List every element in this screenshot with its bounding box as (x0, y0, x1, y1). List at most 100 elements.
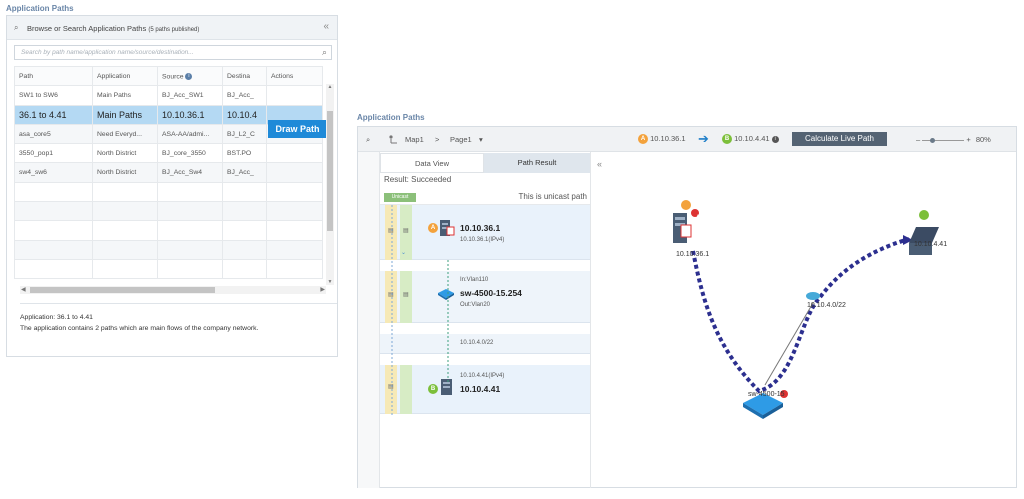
path-arrowhead (903, 235, 913, 245)
hop-destination[interactable]: ▤ B 10.10.4.41(IPv4) 10.10.4.41 (380, 365, 590, 414)
zoom-slider[interactable] (922, 137, 965, 143)
map-label-network: 10.10.4.0/22 (807, 302, 846, 309)
hop-destination-name: 10.10.4.41 (460, 384, 501, 394)
hop-switch-in: In:Vlan110 (460, 277, 489, 283)
info-icon[interactable]: i (185, 72, 193, 80)
document-icon: ▤ (403, 228, 409, 234)
column-header-application[interactable]: Application (92, 65, 158, 87)
calculate-live-path-button[interactable]: Calculate Live Path (792, 132, 887, 146)
destination-badge: B (428, 384, 438, 394)
table-header-row: Path Application Source i Destina Action… (14, 65, 323, 87)
destination-ip: 10.10.4.41 (734, 134, 770, 143)
search-icon[interactable]: ⌕ (366, 135, 371, 144)
vertical-scrollbar[interactable]: ▲ ▼ (326, 84, 334, 285)
column-header-destination[interactable]: Destina (222, 65, 267, 87)
network-node[interactable] (806, 292, 820, 300)
hop-switch-out: Out:Vlan20 (460, 302, 491, 308)
scroll-down-icon[interactable]: ▼ (327, 279, 333, 285)
hop-connectors (391, 205, 449, 415)
cell-source: BJ_core_3550 (157, 143, 223, 164)
horizontal-scrollbar[interactable]: ◀ ▶ (20, 286, 326, 294)
tab-path-result[interactable]: Path Result (484, 153, 590, 173)
hop-network[interactable]: 10.10.4.0/22 (380, 334, 590, 354)
page-dropdown-icon[interactable]: ▾ (479, 135, 483, 144)
hop-destination-ip: 10.10.4.41(IPv4) (460, 373, 505, 379)
document-icon: ▤ (388, 292, 394, 298)
table-row-empty (14, 201, 323, 222)
cell-application: Main Paths (92, 104, 158, 125)
scroll-left-icon[interactable]: ◀ (21, 287, 26, 293)
zoom-control: – + 80% (916, 135, 991, 144)
table-row-empty (14, 239, 323, 260)
cell-actions (266, 162, 323, 183)
draw-path-button[interactable]: Draw Path (268, 120, 327, 138)
map-label-switch: sw-4500-15 (748, 391, 785, 398)
application-paths-panel: ⌕ Browse or Search Application Paths (5 … (6, 15, 338, 357)
description-text: The application contains 2 paths which a… (20, 325, 259, 332)
tab-data-view[interactable]: Data View (380, 153, 484, 173)
collapse-button[interactable]: « (323, 21, 329, 32)
live-path-line (691, 237, 910, 394)
paths-count: (5 paths published) (148, 27, 200, 33)
map-label-destination: 10.10.4.41 (914, 241, 948, 248)
zoom-handle[interactable] (930, 137, 936, 143)
destination-server-node[interactable] (909, 210, 939, 255)
cell-application: Main Paths (92, 85, 158, 106)
zoom-in-button[interactable]: + (966, 135, 971, 144)
divider (20, 303, 337, 304)
chevron-down-icon[interactable]: ⌄ (401, 250, 407, 256)
result-status: Result: Succeeded (384, 175, 452, 184)
map-badge-a: A (696, 215, 701, 221)
search-icon[interactable]: ⌕ (321, 47, 327, 57)
document-icon: ▤ (388, 384, 394, 390)
cell-application: Need Everyd... (92, 123, 158, 145)
document-icon: ▤ (388, 228, 394, 234)
left-rail (358, 152, 380, 488)
lane-green (400, 205, 412, 260)
collapse-pane-button[interactable]: « (597, 159, 603, 169)
switch-node[interactable] (743, 390, 788, 419)
table-row[interactable]: sw4_sw6 North District BJ_Acc_Sw4 BJ_Acc… (14, 162, 323, 183)
view-tabs: Data View Path Result (380, 153, 590, 173)
hop-switch[interactable]: ▤ ▤ In:Vlan110 sw-4500-15.254 Out:Vlan20 (380, 271, 590, 323)
breadcrumb-separator: > (435, 135, 440, 144)
server-icon (440, 220, 455, 236)
search-placeholder: Search by path name/application name/sou… (21, 49, 194, 56)
cell-actions (266, 104, 323, 125)
browse-header: ⌕ Browse or Search Application Paths (5 … (7, 16, 337, 40)
path-map-canvas[interactable] (591, 153, 1016, 488)
cell-destination: 10.10.4 (222, 104, 267, 125)
map-label-source: 10.10.36.1 (676, 251, 710, 258)
cell-source: 10.10.36.1 (157, 104, 223, 125)
hop-source[interactable]: ▤ ▤ ⌄ A 10.10.36.1 10.10.36.1(IPv4) (380, 205, 590, 260)
source-server-node[interactable] (673, 200, 699, 243)
document-icon: ▤ (403, 292, 409, 298)
cell-source: BJ_Acc_SW1 (157, 85, 223, 106)
info-icon[interactable]: i (771, 135, 779, 143)
scroll-thumb[interactable] (327, 111, 333, 231)
cell-destination: BJ_Acc_ (222, 162, 267, 183)
cell-actions (266, 143, 323, 164)
map-icon (388, 134, 398, 146)
link-line (764, 302, 814, 386)
cell-actions (266, 85, 323, 106)
table-row[interactable]: SW1 to SW6 Main Paths BJ_Acc_SW1 BJ_Acc_ (14, 85, 323, 106)
path-search-input[interactable]: Search by path name/application name/sou… (14, 45, 332, 60)
hop-switch-name: sw-4500-15.254 (460, 288, 522, 298)
zoom-out-button[interactable]: – (916, 135, 921, 144)
path-map-panel: ⌕ Map1 > Page1 ▾ A 10.10.36.1 ➔ B 10.10.… (357, 126, 1017, 488)
destination-badge: B (722, 134, 732, 145)
table-row-empty (14, 220, 323, 241)
column-header-source[interactable]: Source i (157, 65, 223, 87)
scroll-thumb[interactable] (30, 287, 215, 293)
breadcrumb-map[interactable]: Map1 (405, 135, 424, 144)
source-ip: 10.10.36.1 (650, 134, 686, 143)
map-badge-b: B (932, 213, 937, 219)
scroll-right-icon[interactable]: ▶ (320, 287, 325, 293)
table-row[interactable]: 3550_pop1 North District BJ_core_3550 BS… (14, 143, 323, 164)
right-panel-title: Application Paths (357, 113, 425, 122)
column-header-path[interactable]: Path (14, 65, 93, 87)
paths-table: Path Application Source i Destina Action… (14, 65, 323, 280)
breadcrumb-page[interactable]: Page1 (450, 135, 472, 144)
scroll-up-icon[interactable]: ▲ (327, 84, 333, 90)
